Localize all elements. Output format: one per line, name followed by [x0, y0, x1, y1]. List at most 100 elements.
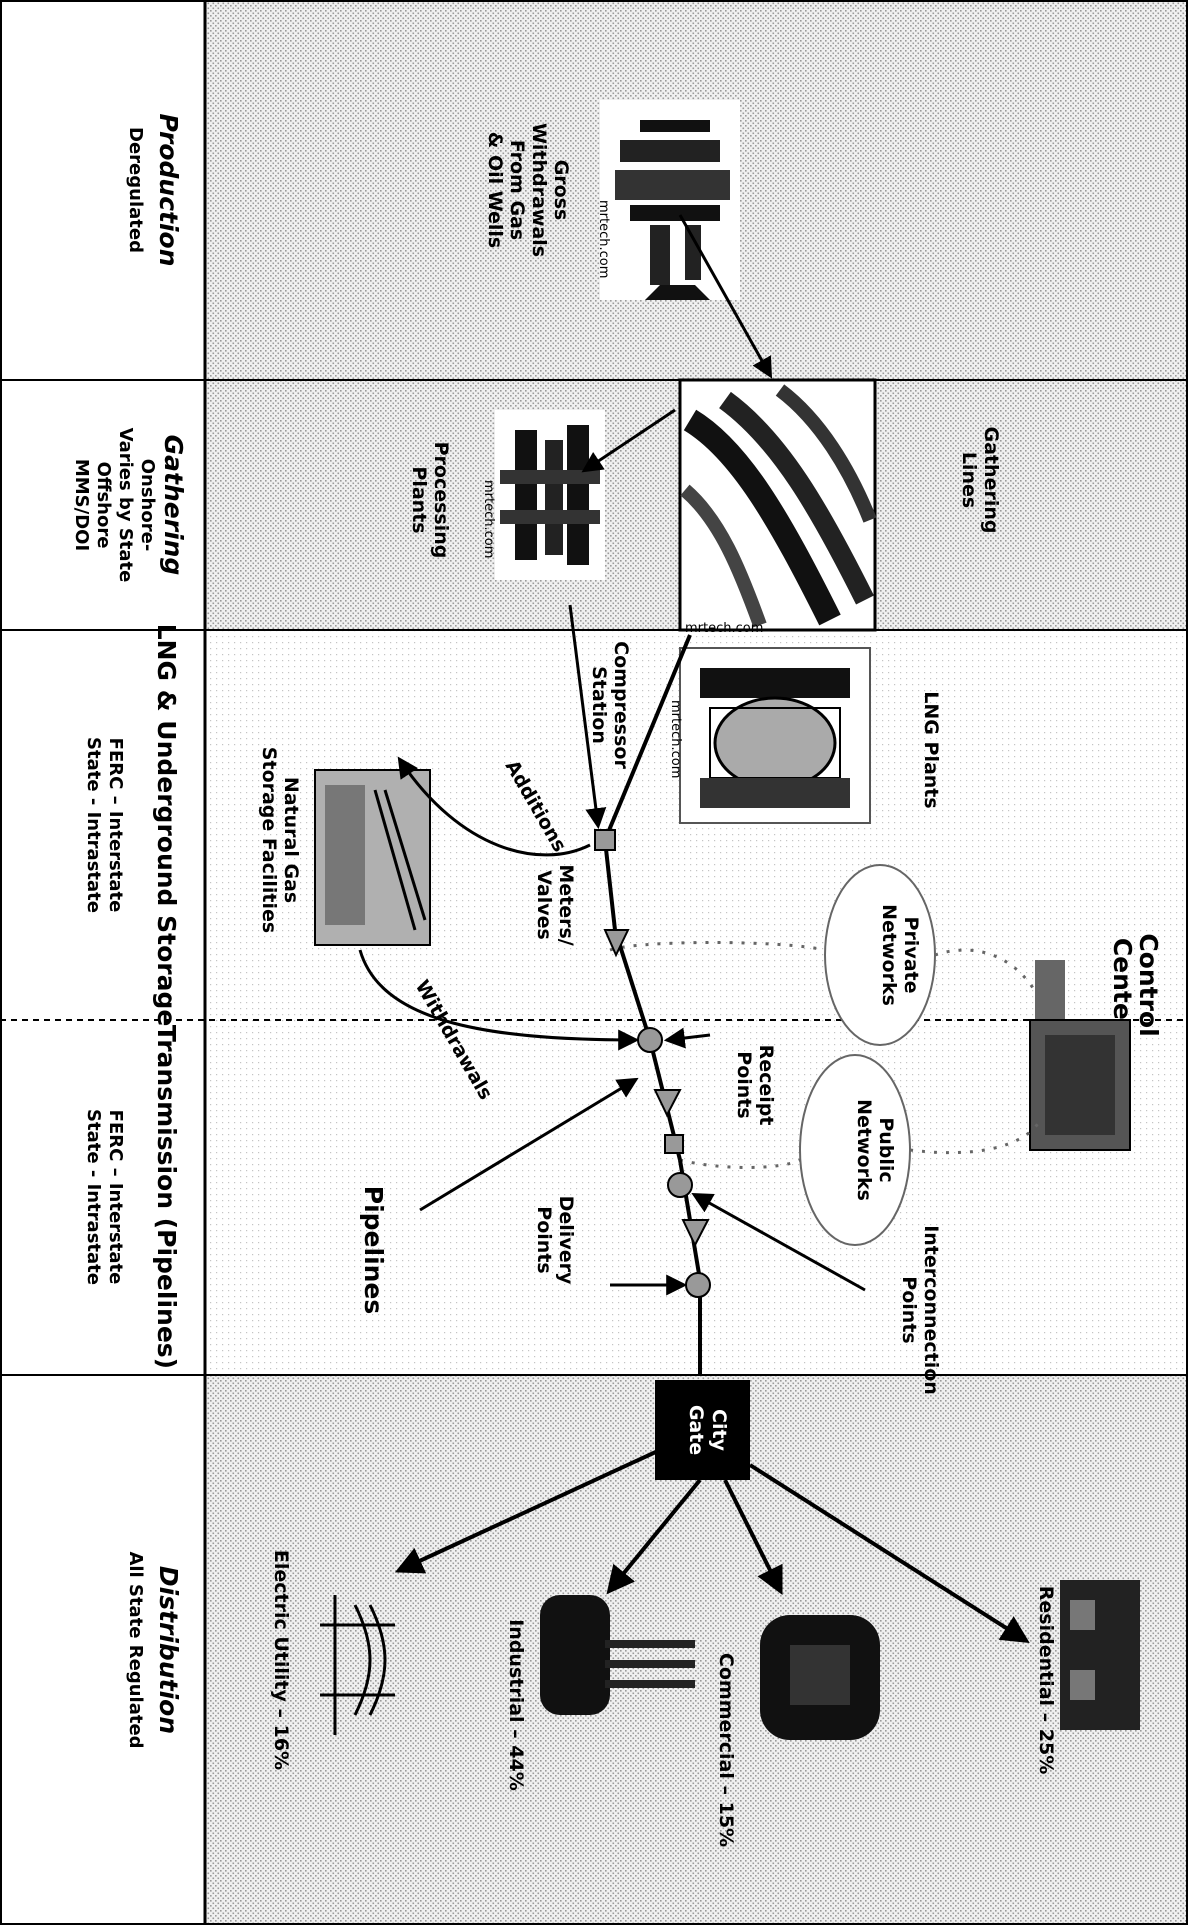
- factory-icon: [540, 1595, 695, 1715]
- svg-text:Onshore-: Onshore-: [137, 459, 158, 552]
- svg-text:Networks: Networks: [878, 904, 900, 1006]
- svg-text:Gate: Gate: [685, 1405, 707, 1455]
- interconnection-points-label: Interconnection Points: [898, 1225, 942, 1395]
- receipt-node: [637, 1027, 663, 1053]
- compressor-node-2: [664, 1134, 684, 1154]
- svg-text:LNG Plants: LNG Plants: [920, 691, 942, 808]
- private-networks-label: Private Networks: [878, 904, 922, 1006]
- svg-text:Industrial – 44%: Industrial – 44%: [505, 1619, 527, 1791]
- svg-text:Gathering: Gathering: [980, 427, 1002, 534]
- natural-gas-storage-label: Natural Gas Storage Facilities: [258, 747, 302, 933]
- svg-text:Plants: Plants: [408, 466, 430, 533]
- watermark-lng: mrtech.com: [668, 700, 683, 778]
- city-gate-node: City Gate: [655, 1380, 750, 1480]
- section-gathering: Gathering Onshore- Varies by State Offsh…: [71, 428, 188, 583]
- svg-text:Delivery: Delivery: [555, 1196, 577, 1285]
- svg-text:Residential – 25%: Residential – 25%: [1035, 1586, 1057, 1775]
- svg-text:Commercial – 15%: Commercial – 15%: [715, 1653, 737, 1847]
- svg-text:Distribution: Distribution: [154, 1566, 183, 1734]
- svg-text:Production: Production: [154, 113, 183, 266]
- svg-text:Networks: Networks: [853, 1099, 875, 1201]
- section-column: [0, 0, 205, 1925]
- svg-text:Deregulated: Deregulated: [125, 127, 146, 253]
- compressor-station-label: Compressor Station: [588, 641, 632, 769]
- svg-text:Receipt: Receipt: [755, 1045, 777, 1126]
- meters-valves-label: Meters/ Valves: [533, 864, 577, 945]
- svg-text:Gathering: Gathering: [159, 435, 188, 576]
- industrial-label: Industrial – 44%: [505, 1619, 527, 1791]
- pipes-photo-icon: [678, 378, 877, 632]
- commercial-label: Commercial – 15%: [715, 1653, 737, 1847]
- svg-text:Private: Private: [900, 917, 922, 994]
- delivery-node: [685, 1272, 711, 1298]
- svg-text:Transmission (Pipelines): Transmission (Pipelines): [152, 1025, 181, 1369]
- svg-text:Storage Facilities: Storage Facilities: [258, 747, 280, 933]
- svg-text:Electric Utility – 16%: Electric Utility – 16%: [270, 1550, 292, 1770]
- section-production: Production Deregulated: [125, 113, 183, 266]
- svg-text:State - Intrastate: State - Intrastate: [83, 737, 104, 913]
- residential-label: Residential – 25%: [1035, 1586, 1057, 1775]
- svg-text:Pipelines: Pipelines: [359, 1186, 388, 1315]
- gathering-lines-label: Gathering Lines: [958, 427, 1002, 534]
- delivery-points-label: Delivery Points: [533, 1196, 577, 1285]
- public-networks-label: Public Networks: [853, 1099, 897, 1201]
- svg-text:FERC – Interstate: FERC – Interstate: [105, 738, 126, 913]
- svg-text:Gross: Gross: [550, 160, 572, 221]
- svg-text:Public: Public: [875, 1117, 897, 1182]
- electric-utility-label: Electric Utility – 16%: [270, 1550, 292, 1770]
- section-lng-storage: LNG & Underground Storage FERC – Interst…: [83, 624, 181, 1027]
- svg-text:Offshore: Offshore: [93, 462, 114, 549]
- meter-node-3: [681, 1219, 710, 1248]
- svg-text:Lines: Lines: [958, 452, 980, 508]
- svg-text:Withdrawals: Withdrawals: [528, 123, 550, 257]
- svg-text:Interconnection: Interconnection: [920, 1225, 942, 1395]
- svg-text:Points: Points: [898, 1276, 920, 1343]
- svg-text:Center: Center: [1108, 938, 1137, 1033]
- meter-node: [603, 929, 630, 958]
- gross-withdrawals-label: Gross Withdrawals From Gas & Oil Wells: [484, 123, 572, 257]
- pipelines-label: Pipelines: [359, 1186, 388, 1315]
- control-tower-icon: [1029, 960, 1131, 1151]
- distribution-arrows: [394, 1448, 1030, 1644]
- lng-plants-label: LNG Plants: [920, 691, 942, 808]
- offshore-platform-icon: [600, 100, 740, 300]
- svg-text:Processing: Processing: [430, 442, 452, 559]
- svg-text:& Oil Wells: & Oil Wells: [484, 132, 506, 248]
- svg-text:From Gas: From Gas: [506, 140, 528, 240]
- processing-plants-label: Processing Plants: [408, 442, 452, 559]
- receipt-points-label: Receipt Points: [733, 1045, 777, 1126]
- watermark-processing: mrtech.com: [481, 480, 496, 558]
- svg-text:Control: Control: [1134, 933, 1163, 1036]
- svg-text:Points: Points: [733, 1051, 755, 1118]
- svg-text:Valves: Valves: [533, 870, 555, 940]
- svg-text:Station: Station: [588, 666, 610, 744]
- svg-text:All State Regulated: All State Regulated: [125, 1551, 146, 1748]
- processing-plant-icon: [495, 410, 605, 580]
- svg-text:FERC – Interstate: FERC – Interstate: [105, 1110, 126, 1285]
- watermark-pipes: mrtech.com: [685, 621, 763, 636]
- interconnection-node: [667, 1172, 693, 1198]
- svg-text:Points: Points: [533, 1206, 555, 1273]
- flow-arrows: [358, 214, 866, 1296]
- storage-facility-icon: [314, 769, 431, 946]
- svg-text:LNG & Underground Storage: LNG & Underground Storage: [152, 624, 181, 1027]
- lng-tank-icon: [679, 647, 871, 824]
- power-line-icon: [320, 1595, 395, 1735]
- svg-text:Compressor: Compressor: [610, 641, 632, 769]
- commercial-building-icon: [760, 1615, 880, 1740]
- svg-text:City: City: [708, 1409, 730, 1452]
- meter-node-2: [653, 1089, 682, 1118]
- section-distribution: Distribution All State Regulated: [125, 1551, 183, 1748]
- svg-text:MMS/DOI: MMS/DOI: [71, 459, 92, 551]
- svg-text:Meters/: Meters/: [555, 864, 577, 945]
- control-center-label: Control Center: [1108, 933, 1163, 1036]
- section-transmission: Transmission (Pipelines) FERC – Intersta…: [83, 1025, 181, 1369]
- svg-text:Natural Gas: Natural Gas: [280, 777, 302, 903]
- svg-text:State - Intrastate: State - Intrastate: [83, 1109, 104, 1285]
- house-icon: [1060, 1580, 1140, 1730]
- svg-text:Varies by State: Varies by State: [115, 428, 136, 583]
- compressor-node: [594, 829, 616, 851]
- watermark-rig: mrtech.com: [596, 200, 611, 278]
- network-links: [609, 941, 1042, 1169]
